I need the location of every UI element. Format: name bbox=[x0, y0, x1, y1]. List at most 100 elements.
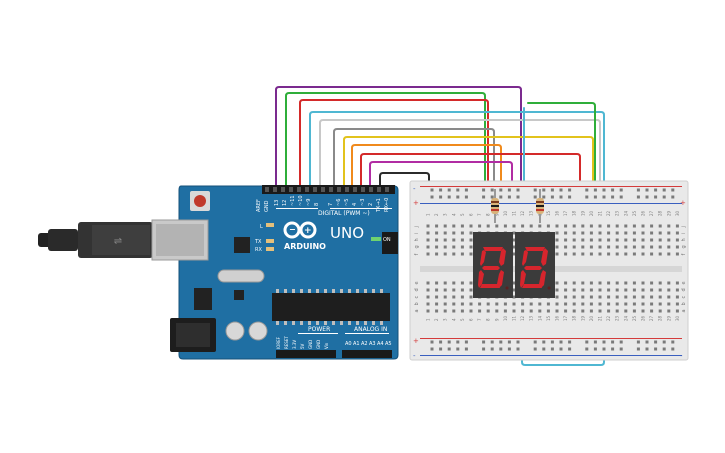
breadboard-hole[interactable] bbox=[460, 224, 464, 228]
breadboard-hole[interactable] bbox=[641, 295, 645, 299]
breadboard-hole[interactable] bbox=[615, 309, 619, 313]
breadboard-hole[interactable] bbox=[512, 302, 516, 306]
breadboard-hole[interactable] bbox=[550, 188, 554, 192]
breadboard-hole[interactable] bbox=[607, 288, 611, 292]
breadboard-hole[interactable] bbox=[426, 302, 430, 306]
breadboard-hole[interactable] bbox=[650, 245, 654, 249]
breadboard-hole[interactable] bbox=[624, 302, 628, 306]
breadboard-hole[interactable] bbox=[564, 281, 568, 285]
wire-gray[interactable] bbox=[333, 128, 495, 223]
breadboard-hole[interactable] bbox=[426, 309, 430, 313]
breadboard-hole[interactable] bbox=[555, 245, 559, 249]
breadboard-hole[interactable] bbox=[654, 340, 658, 344]
breadboard-hole[interactable] bbox=[430, 340, 434, 344]
breadboard-hole[interactable] bbox=[443, 252, 447, 256]
breadboard-hole[interactable] bbox=[490, 188, 494, 192]
breadboard-hole[interactable] bbox=[452, 252, 456, 256]
breadboard-hole[interactable] bbox=[533, 195, 537, 199]
breadboard[interactable]: + - + - + - 1122334455667788991010111112… bbox=[409, 180, 689, 361]
breadboard-hole[interactable] bbox=[516, 195, 520, 199]
breadboard-hole[interactable] bbox=[589, 224, 593, 228]
wire-magenta[interactable] bbox=[369, 161, 513, 223]
breadboard-hole[interactable] bbox=[443, 309, 447, 313]
breadboard-holes[interactable] bbox=[426, 188, 679, 351]
breadboard-hole[interactable] bbox=[460, 245, 464, 249]
breadboard-hole[interactable] bbox=[585, 347, 589, 351]
breadboard-hole[interactable] bbox=[555, 252, 559, 256]
breadboard-hole[interactable] bbox=[555, 224, 559, 228]
breadboard-hole[interactable] bbox=[564, 309, 568, 313]
breadboard-hole[interactable] bbox=[615, 238, 619, 242]
breadboard-hole[interactable] bbox=[624, 295, 628, 299]
breadboard-hole[interactable] bbox=[568, 340, 572, 344]
breadboard-hole[interactable] bbox=[564, 224, 568, 228]
breadboard-hole[interactable] bbox=[460, 288, 464, 292]
breadboard-hole[interactable] bbox=[452, 295, 456, 299]
breadboard-hole[interactable] bbox=[426, 224, 430, 228]
breadboard-hole[interactable] bbox=[546, 224, 550, 228]
breadboard-hole[interactable] bbox=[503, 302, 507, 306]
breadboard-hole[interactable] bbox=[460, 281, 464, 285]
wire-red[interactable] bbox=[299, 99, 489, 223]
breadboard-hole[interactable] bbox=[602, 340, 606, 344]
breadboard-hole[interactable] bbox=[581, 288, 585, 292]
breadboard-hole[interactable] bbox=[443, 281, 447, 285]
breadboard-hole[interactable] bbox=[555, 231, 559, 235]
breadboard-hole[interactable] bbox=[675, 224, 679, 228]
breadboard-hole[interactable] bbox=[507, 340, 511, 344]
breadboard-hole[interactable] bbox=[589, 231, 593, 235]
breadboard-hole[interactable] bbox=[546, 309, 550, 313]
breadboard-hole[interactable] bbox=[632, 288, 636, 292]
breadboard-hole[interactable] bbox=[662, 195, 666, 199]
breadboard-hole[interactable] bbox=[452, 288, 456, 292]
breadboard-hole[interactable] bbox=[619, 195, 623, 199]
breadboard-hole[interactable] bbox=[572, 302, 576, 306]
breadboard-hole[interactable] bbox=[658, 302, 662, 306]
breadboard-hole[interactable] bbox=[624, 238, 628, 242]
breadboard-hole[interactable] bbox=[512, 224, 516, 228]
breadboard-hole[interactable] bbox=[559, 195, 563, 199]
breadboard-hole[interactable] bbox=[589, 252, 593, 256]
power-header[interactable] bbox=[276, 350, 336, 358]
breadboard-hole[interactable] bbox=[667, 295, 671, 299]
breadboard-hole[interactable] bbox=[469, 295, 473, 299]
breadboard-hole[interactable] bbox=[456, 340, 460, 344]
breadboard-hole[interactable] bbox=[486, 302, 490, 306]
breadboard-hole[interactable] bbox=[581, 295, 585, 299]
breadboard-hole[interactable] bbox=[607, 224, 611, 228]
breadboard-hole[interactable] bbox=[593, 195, 597, 199]
breadboard-hole[interactable] bbox=[555, 295, 559, 299]
breadboard-hole[interactable] bbox=[443, 231, 447, 235]
breadboard-hole[interactable] bbox=[426, 281, 430, 285]
breadboard-hole[interactable] bbox=[641, 309, 645, 313]
breadboard-hole[interactable] bbox=[486, 309, 490, 313]
breadboard-hole[interactable] bbox=[615, 245, 619, 249]
breadboard-hole[interactable] bbox=[636, 188, 640, 192]
breadboard-hole[interactable] bbox=[435, 238, 439, 242]
breadboard-hole[interactable] bbox=[435, 281, 439, 285]
breadboard-hole[interactable] bbox=[641, 288, 645, 292]
breadboard-hole[interactable] bbox=[430, 195, 434, 199]
breadboard-hole[interactable] bbox=[490, 347, 494, 351]
breadboard-hole[interactable] bbox=[478, 224, 482, 228]
breadboard-hole[interactable] bbox=[452, 238, 456, 242]
breadboard-hole[interactable] bbox=[439, 188, 443, 192]
breadboard-hole[interactable] bbox=[667, 281, 671, 285]
breadboard-hole[interactable] bbox=[658, 245, 662, 249]
breadboard-hole[interactable] bbox=[456, 347, 460, 351]
breadboard-hole[interactable] bbox=[572, 309, 576, 313]
breadboard-hole[interactable] bbox=[435, 252, 439, 256]
breadboard-hole[interactable] bbox=[645, 188, 649, 192]
breadboard-hole[interactable] bbox=[439, 340, 443, 344]
breadboard-hole[interactable] bbox=[619, 340, 623, 344]
breadboard-hole[interactable] bbox=[439, 347, 443, 351]
breadboard-hole[interactable] bbox=[615, 281, 619, 285]
breadboard-hole[interactable] bbox=[452, 309, 456, 313]
breadboard-hole[interactable] bbox=[581, 281, 585, 285]
breadboard-hole[interactable] bbox=[662, 347, 666, 351]
breadboard-hole[interactable] bbox=[650, 309, 654, 313]
breadboard-hole[interactable] bbox=[564, 295, 568, 299]
breadboard-hole[interactable] bbox=[512, 288, 516, 292]
breadboard-hole[interactable] bbox=[572, 245, 576, 249]
breadboard-hole[interactable] bbox=[598, 252, 602, 256]
